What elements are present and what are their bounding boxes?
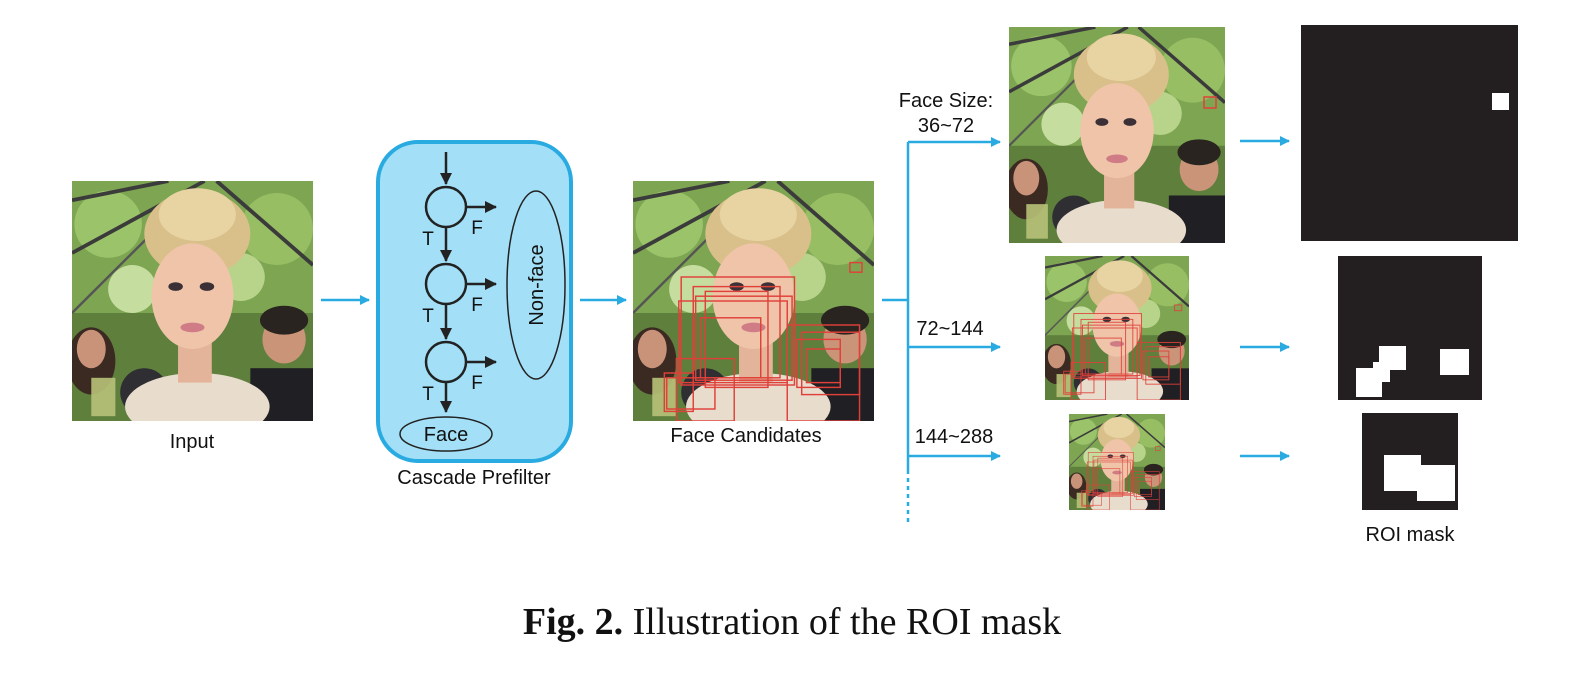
face-candidates-image	[633, 181, 874, 421]
prefilter-label: Cascade Prefilter	[397, 467, 551, 489]
true-label-3: T	[422, 384, 434, 405]
true-label-1: T	[422, 229, 434, 250]
scale-label-2: 72~144	[916, 318, 983, 340]
roi-mask-label: ROI mask	[1366, 524, 1456, 546]
roi-mask-2	[1338, 256, 1482, 400]
scaled-image-36-72	[1009, 27, 1225, 243]
face-label: Face	[424, 424, 468, 446]
scaled-image-144-288	[1069, 414, 1165, 510]
scaled-image-72-144	[1045, 256, 1189, 400]
cascade-diagram	[399, 152, 566, 452]
candidates-label: Face Candidates	[670, 425, 821, 447]
nonface-ellipse	[506, 190, 566, 380]
roi-mask-1	[1301, 25, 1518, 241]
false-label-3: F	[471, 373, 483, 394]
face-ellipse	[399, 416, 493, 452]
nonface-label: Non-face	[526, 244, 548, 325]
face-size-heading: Face Size:	[899, 90, 993, 112]
true-label-2: T	[422, 306, 434, 327]
false-label-1: F	[471, 218, 483, 239]
input-label: Input	[170, 431, 215, 453]
caption-text: Illustration of the ROI mask	[632, 601, 1062, 643]
scale-label-3: 144~288	[915, 426, 993, 448]
caption-prefix: Fig. 2.	[522, 601, 624, 643]
cascade-prefilter-box	[376, 140, 573, 463]
false-label-2: F	[471, 295, 483, 316]
scale-branch	[882, 137, 1001, 524]
roi-mask-3	[1362, 413, 1458, 510]
figure-caption: Fig. 2. Illustration of the ROI mask	[0, 600, 1584, 644]
scale-label-1: 36~72	[918, 115, 974, 137]
input-image	[72, 181, 313, 421]
